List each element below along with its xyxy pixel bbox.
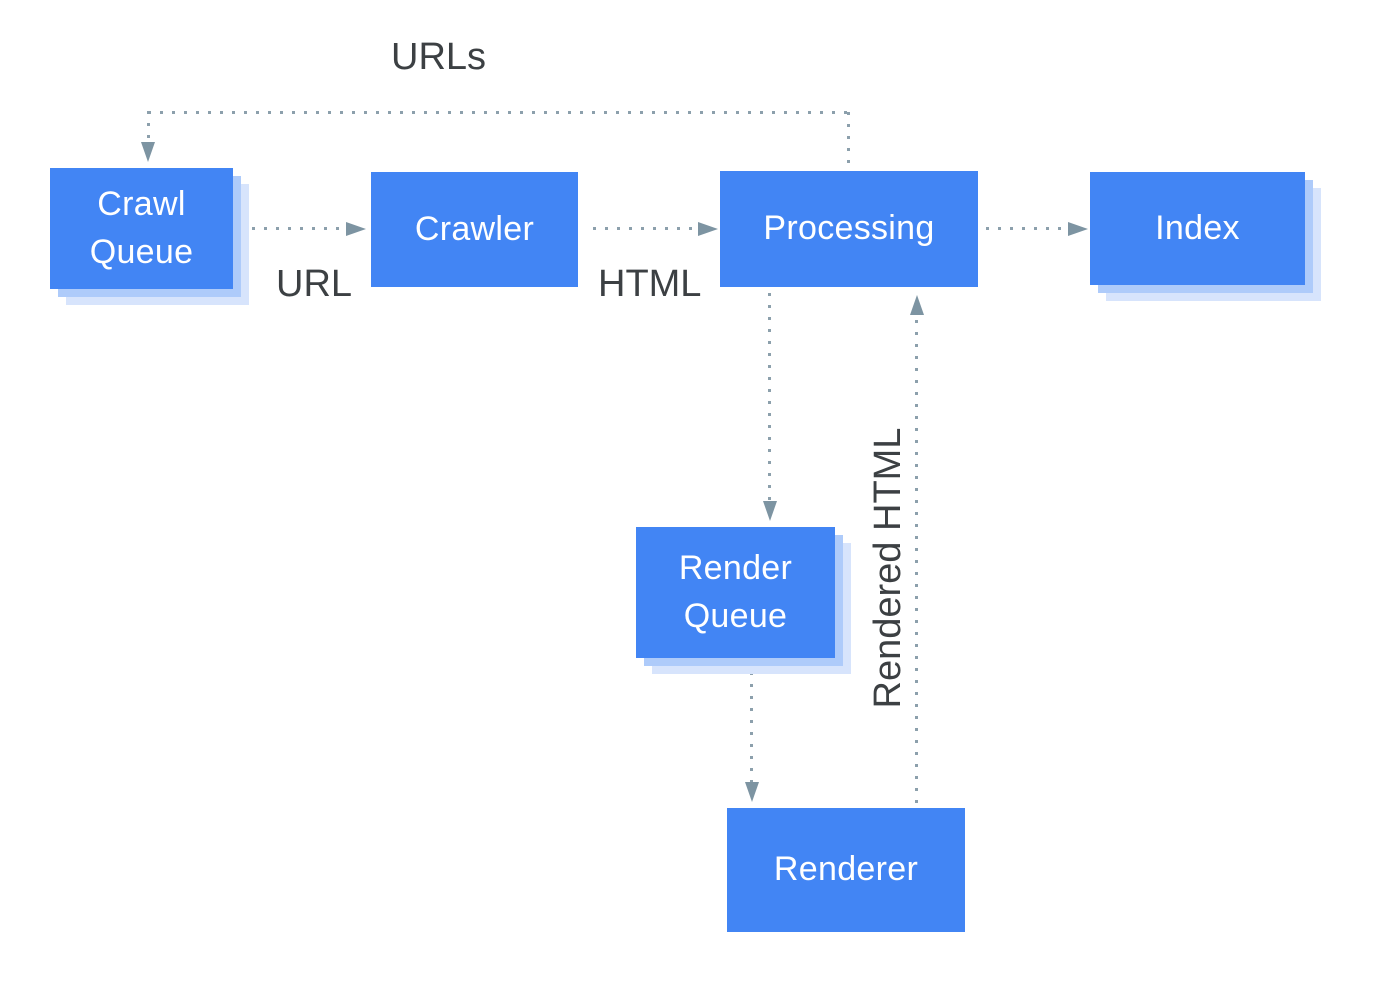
edge-processing-to-renderqueue-line <box>768 293 771 501</box>
arrowhead-up-into-processing <box>910 295 924 315</box>
arrowhead-down-into-render-queue <box>763 501 777 521</box>
node-renderer-label: Renderer <box>773 850 919 889</box>
edge-renderqueue-to-renderer-line <box>750 672 753 782</box>
node-crawl-queue-label: Crawl Queue <box>89 184 194 271</box>
arrowhead-down-into-crawl-queue <box>141 142 155 162</box>
node-processing: Processing <box>720 171 978 287</box>
edge-renderer-to-processing-line <box>915 320 918 807</box>
node-index-label: Index <box>1155 208 1240 247</box>
edge-processing-to-crawlqueue-left-segment <box>147 111 150 142</box>
node-crawler-label: Crawler <box>414 209 535 248</box>
arrowhead-right-into-crawler <box>346 222 366 236</box>
node-crawler: Crawler <box>371 172 578 287</box>
edge-label-url: URL <box>276 263 353 305</box>
node-crawl-queue: Crawl Queue <box>50 168 233 289</box>
arrowhead-right-into-processing <box>698 222 718 236</box>
edge-crawler-to-processing-line <box>593 227 698 230</box>
edge-label-rendered-html: Rendered HTML <box>867 427 909 709</box>
node-processing-label: Processing <box>763 209 935 248</box>
edge-crawlqueue-to-crawler-line <box>252 227 346 230</box>
edge-label-html: HTML <box>598 263 702 305</box>
node-index: Index <box>1090 172 1305 285</box>
edge-label-urls: URLs <box>391 36 487 78</box>
node-render-queue-label: Render Queue <box>678 548 793 635</box>
edge-processing-to-crawlqueue-right-segment <box>847 112 850 171</box>
arrowhead-down-into-renderer <box>745 782 759 802</box>
edge-processing-to-crawlqueue-top-segment <box>148 111 849 114</box>
edge-processing-to-index-line <box>986 227 1068 230</box>
node-render-queue: Render Queue <box>636 527 835 658</box>
node-renderer: Renderer <box>727 808 965 932</box>
arrowhead-right-into-index <box>1068 222 1088 236</box>
